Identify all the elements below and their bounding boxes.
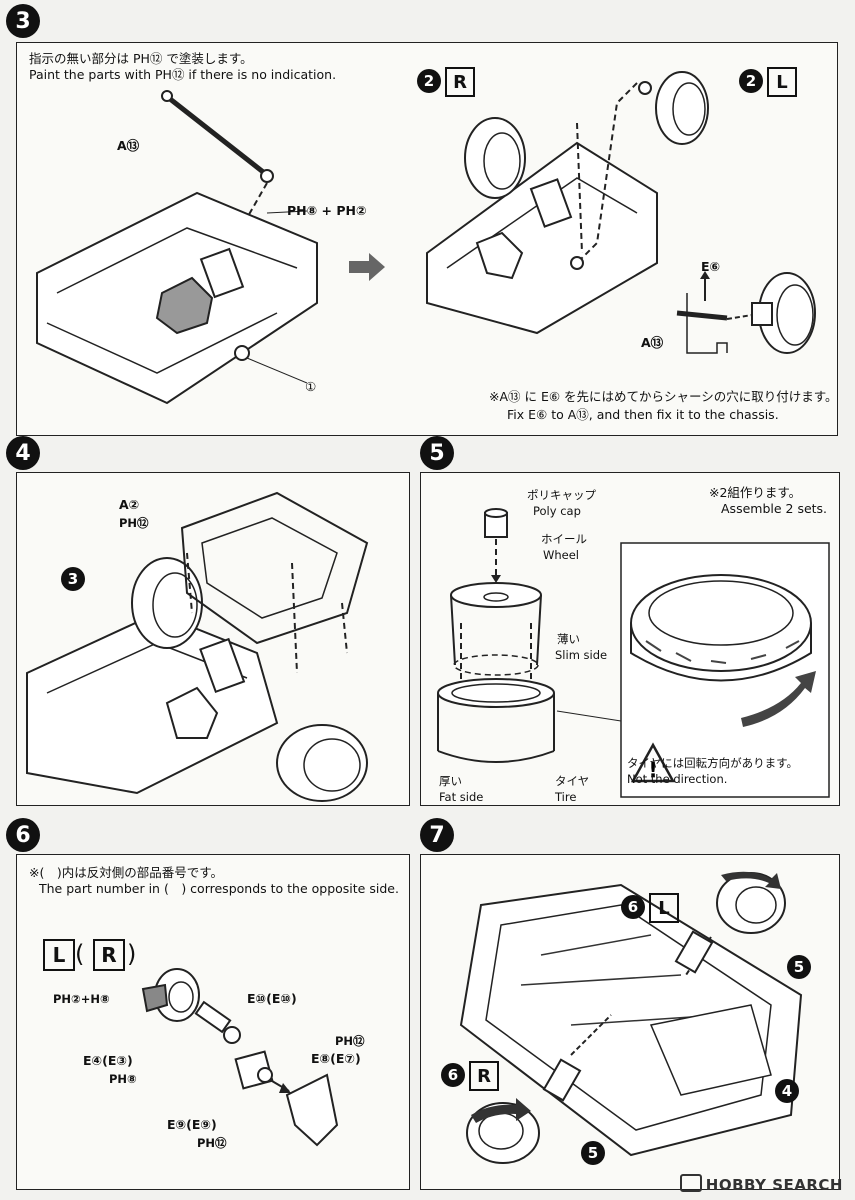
step-7-ref-5-top: 5 (787, 955, 811, 979)
step-4-panel: A② PH⑫ 3 (16, 472, 410, 806)
step-5-tire-jp: タイヤ (555, 774, 590, 788)
step-3-label-paint: PH⑧ + PH② (287, 203, 367, 218)
step-6-e9: E⑨(E⑨) (167, 1117, 217, 1132)
step-3-label-1: ① (305, 379, 317, 394)
step-4-label-a2: A② (119, 497, 140, 512)
step-3-foot-jp: ※A⑬ に E⑥ を先にはめてからシャーシの穴に取り付けます。 (489, 389, 838, 404)
step-6-e8: E⑧(E⑦) (311, 1051, 361, 1066)
step-6-e10: E⑩(E⑩) (247, 991, 297, 1006)
step-5-sets-en: Assemble 2 sets. (721, 501, 828, 516)
step-7-box-l: L (649, 893, 679, 923)
step-7-ref-6-r: 6 (441, 1063, 465, 1087)
step-6-ph12a: PH⑫ (335, 1034, 365, 1048)
step-6-panel: ※( )内は反対側の部品番号です。 The part number in ( )… (16, 854, 410, 1190)
step-6-badge: 6 (6, 818, 40, 852)
step-6-box-r: R (93, 939, 125, 971)
hobby-search-logo-icon (679, 1174, 702, 1192)
step-5-direction-en: Not the direction. (627, 772, 728, 786)
step-7-ref-5-bottom: 5 (581, 1141, 605, 1165)
step-4-illustration (26, 491, 369, 802)
step-6-paren-open: ( (75, 940, 85, 968)
step-7-panel: 6 L 6 R 5 5 4 (420, 854, 840, 1190)
step-3-label-e6: E⑥ (701, 259, 721, 274)
step-4-label-ph12: PH⑫ (119, 516, 149, 530)
step-6-note-en: The part number in ( ) corresponds to th… (39, 881, 399, 896)
step-5-fat-en: Fat side (439, 790, 484, 804)
step-6-ph12b: PH⑫ (197, 1136, 227, 1150)
watermark: HOBBY SEARCH (679, 1174, 843, 1194)
step-5-polycap-jp: ポリキャップ (527, 488, 596, 502)
step-4-ref-3: 3 (61, 567, 85, 591)
step-3-illustration (36, 71, 816, 405)
step-5-badge: 5 (420, 436, 454, 470)
step-3-foot-en: Fix E⑥ to A⑬, and then fix it to the cha… (507, 407, 779, 422)
step-7-ref-4: 4 (775, 1079, 799, 1103)
step-3-label-a13: A⑬ (117, 138, 140, 153)
step-6-e4: E④(E③) (83, 1053, 133, 1068)
step-6-illustration (141, 968, 339, 1147)
step-5-slim-jp: 薄い (557, 632, 580, 646)
step-3-box-l: L (767, 67, 797, 97)
step-3-note-jp: 指示の無い部分は PH⑫ で塗装します。 (29, 51, 253, 66)
step-5-direction-jp: タイヤには回転方向があります。 (627, 756, 799, 770)
step-5-illustration: ! (437, 508, 830, 798)
step-3-label-a13b: A⑬ (641, 335, 664, 350)
step-6-box-l: L (43, 939, 75, 971)
step-4-badge: 4 (6, 436, 40, 470)
step-5-panel: ※2組作ります。 Assemble 2 sets. ! ポリキャップ Poly … (420, 472, 840, 806)
step-3-box-r: R (445, 67, 475, 97)
step-5-wheel-jp: ホイール (541, 532, 587, 546)
step-7-badge: 7 (420, 818, 454, 852)
step-5-fat-jp: 厚い (439, 774, 462, 788)
step-3-note-en: Paint the parts with PH⑫ if there is no … (29, 67, 337, 82)
svg-text:!: ! (648, 758, 657, 782)
step-7-box-r: R (469, 1061, 499, 1091)
step-6-ph8: PH⑧ (109, 1072, 137, 1086)
step-5-slim-en: Slim side (555, 648, 608, 662)
step-5-polycap-en: Poly cap (533, 504, 581, 518)
step-5-wheel-en: Wheel (543, 548, 580, 562)
step-6-paren-close: ) (127, 940, 137, 968)
step-6-note-jp: ※( )内は反対側の部品番号です。 (29, 865, 223, 880)
step-3-ref-2-l: 2 (739, 69, 763, 93)
step-3-badge: 3 (6, 4, 40, 38)
step-5-tire-en: Tire (555, 790, 577, 804)
step-3-ref-2-r: 2 (417, 69, 441, 93)
step-3-panel: 指示の無い部分は PH⑫ で塗装します。 Paint the parts wit… (16, 42, 838, 436)
step-5-sets-jp: ※2組作ります。 (709, 485, 802, 500)
step-7-ref-6-l: 6 (621, 895, 645, 919)
step-7-illustration (459, 871, 803, 1164)
step-6-paint1: PH②+H⑧ (53, 992, 110, 1006)
